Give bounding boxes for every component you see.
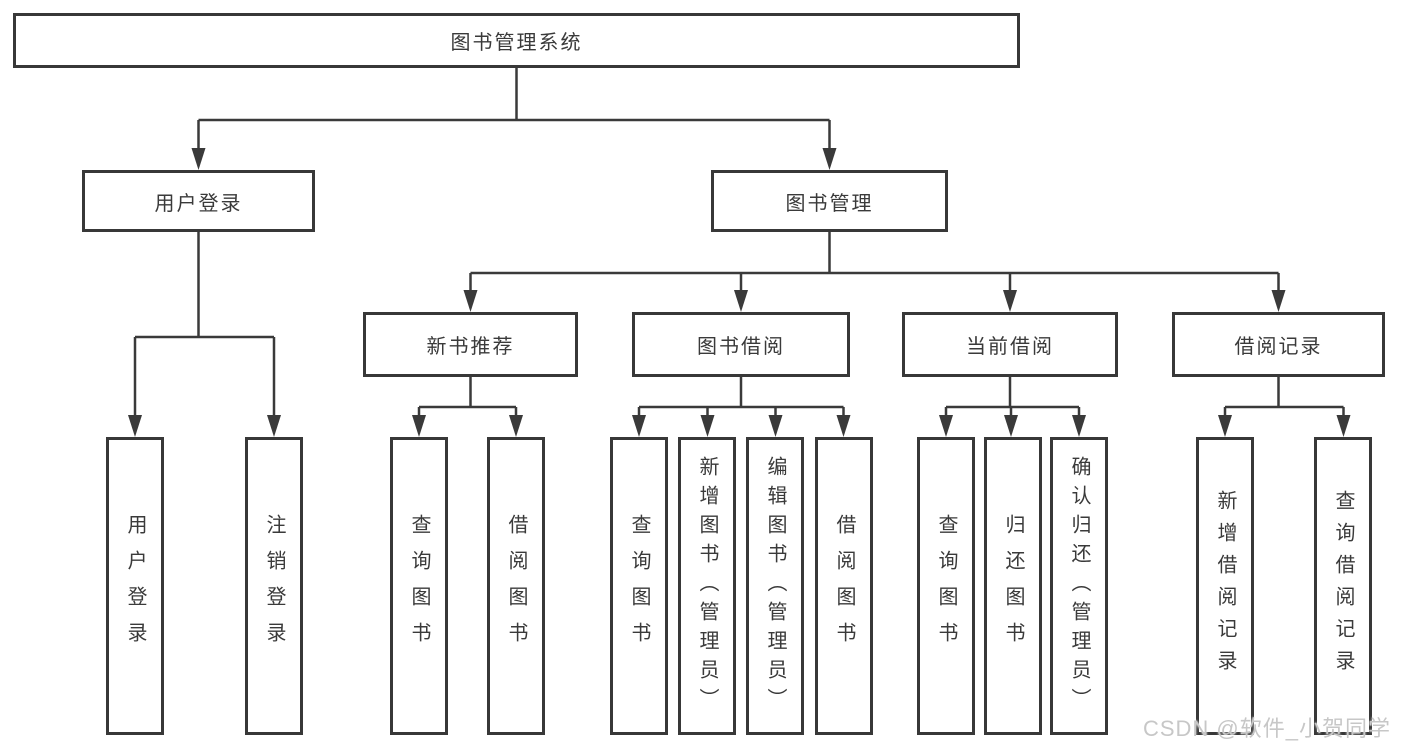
node-label: 归还图书 xyxy=(1002,514,1024,658)
node-book-borrowing: 图书借阅 xyxy=(632,312,850,377)
node-label: 注销登录 xyxy=(263,514,285,658)
node-new-book-recommend: 新书推荐 xyxy=(363,312,578,377)
node-label: 新书推荐 xyxy=(426,336,515,358)
leaf-query-borrow-record: 查询借阅记录 xyxy=(1314,437,1372,735)
leaf-query-books-current: 查询图书 xyxy=(917,437,975,735)
leaf-confirm-return-admin: 确认归还（管理员） xyxy=(1050,437,1108,735)
leaf-query-books-recommend: 查询图书 xyxy=(390,437,448,735)
node-label: 用户登录 xyxy=(124,514,146,658)
node-label: 当前借阅 xyxy=(966,336,1054,358)
leaf-return-books: 归还图书 xyxy=(984,437,1042,735)
leaf-query-books-borrowing: 查询图书 xyxy=(610,437,668,735)
node-label: 图书管理系统 xyxy=(450,32,583,54)
node-current-borrowing: 当前借阅 xyxy=(902,312,1118,377)
node-borrowing-records: 借阅记录 xyxy=(1172,312,1385,377)
node-label: 查询借阅记录 xyxy=(1332,490,1354,682)
node-book-management: 图书管理 xyxy=(711,170,948,232)
leaf-borrow-books-borrowing: 借阅图书 xyxy=(815,437,873,735)
node-label: 图书管理 xyxy=(785,192,874,215)
node-label: 查询图书 xyxy=(628,514,650,658)
leaf-edit-books-admin: 编辑图书（管理员） xyxy=(746,437,804,735)
node-label: 新增借阅记录 xyxy=(1214,490,1236,682)
leaf-add-books-admin: 新增图书（管理员） xyxy=(678,437,736,735)
leaf-borrow-books-recommend: 借阅图书 xyxy=(487,437,545,735)
leaf-user-login: 用户登录 xyxy=(106,437,164,735)
node-label: 确认归还（管理员） xyxy=(1068,455,1090,717)
leaf-logout: 注销登录 xyxy=(245,437,303,735)
node-label: 借阅图书 xyxy=(833,514,855,658)
node-label: 图书借阅 xyxy=(697,336,785,358)
node-user-login: 用户登录 xyxy=(82,170,315,232)
node-label: 用户登录 xyxy=(154,192,243,215)
node-label: 新增图书（管理员） xyxy=(696,455,718,717)
leaf-add-borrow-record: 新增借阅记录 xyxy=(1196,437,1254,735)
node-label: 编辑图书（管理员） xyxy=(764,455,786,717)
node-label: 借阅记录 xyxy=(1234,336,1323,358)
csdn-watermark: CSDN @软件_小贺同学 xyxy=(1142,716,1391,741)
node-root-library-system: 图书管理系统 xyxy=(13,13,1020,68)
node-label: 查询图书 xyxy=(935,514,957,658)
node-label: 查询图书 xyxy=(408,514,430,658)
node-label: 借阅图书 xyxy=(505,514,527,658)
